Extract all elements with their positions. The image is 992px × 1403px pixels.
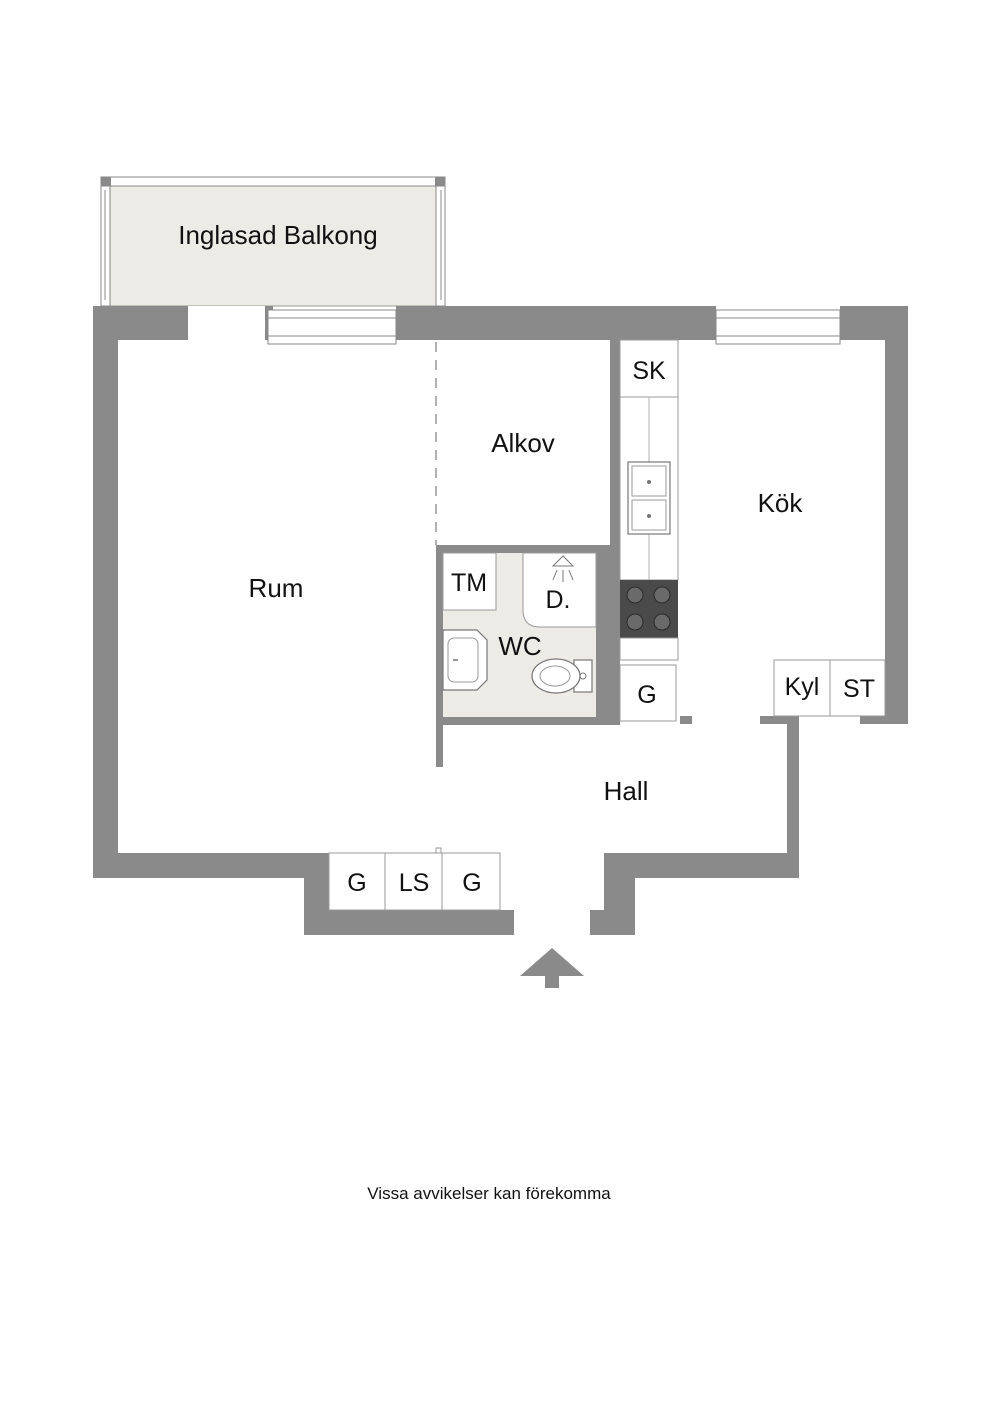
windows [188,306,841,345]
balcony [100,176,446,307]
walls [93,306,908,935]
entrance-arrow-icon [520,948,584,988]
fixture-label-fridge: Kyl [785,673,820,701]
sink-icon [442,629,488,691]
fixture-label-sk: SK [632,357,666,385]
fixture-label-wardrobe-hall-1: G [347,869,366,897]
fixture-label-shower: D. [546,586,571,614]
fixture-label-wardrobe-kitchen: G [637,681,656,709]
kitchen-counter [619,339,679,722]
kitchen-sink-icon [627,461,671,535]
shower-head-icon [551,555,575,582]
room-label-bath: WC [498,631,541,661]
fixture-label-st: ST [843,675,875,703]
room-label-living: Rum [249,573,304,603]
room-label-kitchen: Kök [758,488,804,518]
kitchen-appliances [773,659,886,717]
bathroom [442,552,597,717]
interior-walls [435,340,692,767]
disclaimer-text: Vissa avvikelser kan förekomma [367,1184,611,1203]
fixture-label-wardrobe-hall-2: G [462,869,481,897]
fixture-label-tm: TM [451,569,487,597]
room-label-hall: Hall [604,776,649,806]
stove-icon [620,580,678,638]
hall-closets [328,847,501,911]
fixture-label-ls: LS [399,869,430,897]
room-label-alcove: Alkov [491,428,555,458]
toilet-icon [531,658,593,694]
room-label-balcony: Inglasad Balkong [178,220,377,250]
